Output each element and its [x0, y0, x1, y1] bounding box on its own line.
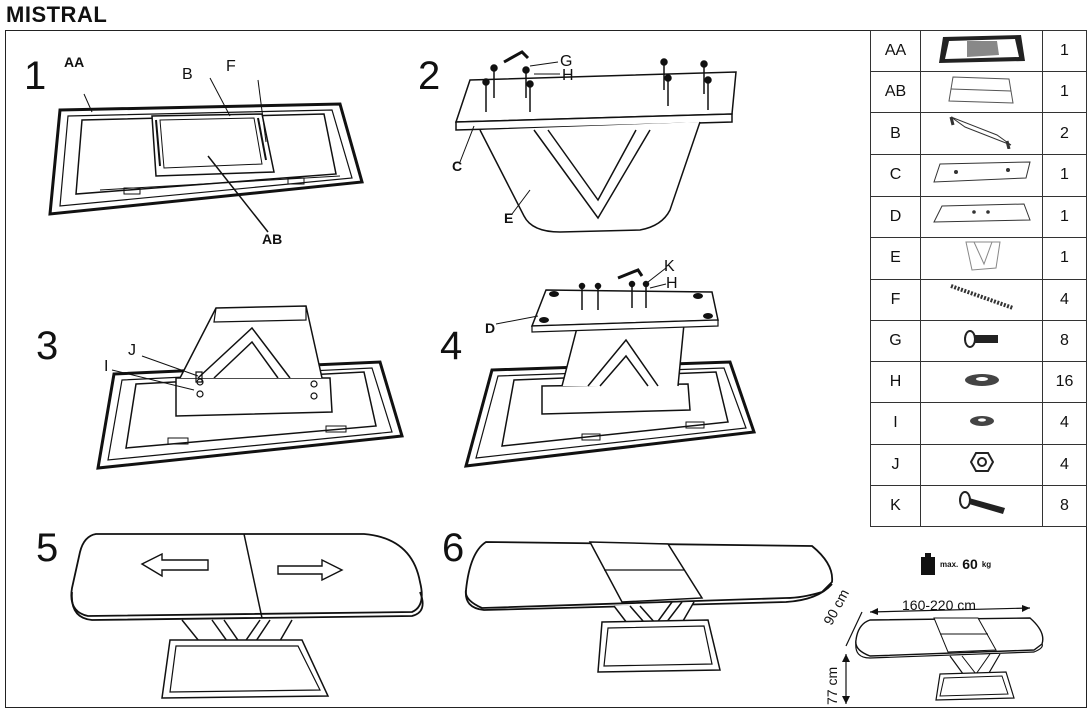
- max-weight-value: 60: [962, 556, 978, 572]
- long-bolt-icon: [920, 484, 1043, 527]
- parts-row-aa: AA 1: [870, 29, 1087, 73]
- part-quantity: 8: [1042, 484, 1087, 527]
- step6-illustration: [462, 536, 842, 676]
- part-quantity: 1: [1042, 29, 1087, 73]
- step-number-4: 4: [440, 324, 463, 368]
- part-code: F: [870, 278, 921, 321]
- step-number-3: 3: [36, 324, 59, 368]
- step-number-1: 1: [24, 54, 47, 98]
- part-quantity: 1: [1042, 236, 1087, 280]
- step-number-5: 5: [36, 526, 59, 570]
- step2-illustration: [450, 50, 750, 240]
- part-code: E: [870, 236, 921, 280]
- part-quantity: 2: [1042, 112, 1087, 156]
- label-h-step2: H: [562, 67, 574, 84]
- diagram-frame: [5, 30, 1087, 708]
- part-code: I: [870, 402, 921, 445]
- part-code: D: [870, 195, 921, 238]
- label-f: F: [226, 58, 236, 75]
- part-code: J: [870, 443, 921, 486]
- max-weight: max. 60 kg: [920, 553, 991, 575]
- weight-icon: [921, 553, 935, 575]
- bracket-icon: [920, 112, 1043, 156]
- threaded-rod-icon: [920, 278, 1043, 321]
- part-code: AB: [870, 71, 921, 114]
- label-i: I: [104, 358, 109, 375]
- label-g: G: [560, 53, 573, 70]
- part-quantity: 1: [1042, 154, 1087, 197]
- insert-panel-icon: [920, 71, 1043, 114]
- part-quantity: 4: [1042, 402, 1087, 445]
- max-weight-prefix: max.: [940, 559, 959, 569]
- step-number-6: 6: [442, 526, 465, 570]
- label-c: C: [452, 158, 463, 174]
- nut-icon: [920, 443, 1043, 486]
- step5-illustration: [66, 526, 436, 706]
- small-washer-icon: [920, 402, 1043, 445]
- part-quantity: 4: [1042, 278, 1087, 321]
- frame-icon: [920, 29, 1043, 73]
- part-quantity: 16: [1042, 361, 1087, 404]
- parts-row-ab: AB 1: [870, 71, 1087, 114]
- max-weight-unit: kg: [981, 559, 992, 569]
- step4-illustration: [462, 262, 762, 472]
- step1-illustration: [40, 90, 370, 240]
- label-aa: AA: [64, 54, 85, 70]
- part-code: C: [870, 154, 921, 197]
- height-dimension: 77 cm: [824, 666, 840, 705]
- part-quantity: 1: [1042, 71, 1087, 114]
- step3-illustration: [96, 298, 406, 474]
- bottom-plate-icon: [920, 195, 1043, 238]
- part-code: G: [870, 319, 921, 363]
- label-j: J: [128, 342, 136, 359]
- part-code: H: [870, 361, 921, 404]
- label-b: B: [182, 66, 193, 83]
- parts-row-h: H 16: [870, 361, 1087, 404]
- length-dimension: 160-220 cm: [902, 597, 976, 613]
- part-quantity: 4: [1042, 443, 1087, 486]
- product-title: MISTRAL: [6, 2, 108, 27]
- label-d: D: [485, 320, 496, 336]
- part-code: AA: [870, 29, 921, 73]
- part-quantity: 1: [1042, 195, 1087, 238]
- label-h-step4: H: [666, 275, 678, 292]
- v-leg-icon: [920, 236, 1043, 280]
- dimension-illustration: [842, 605, 1080, 704]
- short-bolt-icon: [920, 319, 1043, 363]
- washer-icon: [920, 361, 1043, 404]
- label-k: K: [664, 258, 675, 275]
- part-code: B: [870, 112, 921, 156]
- part-code: K: [870, 484, 921, 527]
- top-plate-icon: [920, 154, 1043, 197]
- label-e: E: [504, 210, 514, 226]
- part-quantity: 8: [1042, 319, 1087, 363]
- label-ab: AB: [262, 231, 283, 247]
- step-number-2: 2: [418, 54, 441, 98]
